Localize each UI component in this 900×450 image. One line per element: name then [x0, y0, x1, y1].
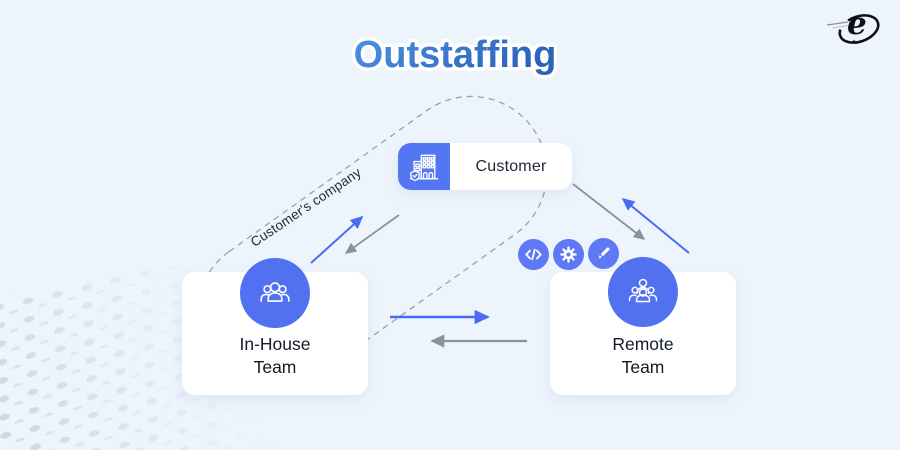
remote-team-circle	[608, 257, 678, 327]
customer-icon-box	[398, 143, 450, 190]
service-icon-code	[518, 239, 549, 270]
arrow-customer-to-remote	[572, 183, 646, 240]
service-icon-settings	[553, 239, 584, 270]
customer-label: Customer	[475, 157, 547, 175]
customer-company-dashed-outline	[196, 95, 548, 391]
customer-card: Customer	[398, 143, 572, 190]
arrow-remote-to-customer	[621, 197, 690, 254]
page-title-graphic: Outstaffing	[350, 31, 560, 80]
code-icon	[525, 248, 542, 261]
office-building-shield-icon	[409, 154, 439, 181]
remote-team-label: Remote Team	[612, 334, 674, 377]
remote-team-icon	[628, 278, 658, 303]
logo-orbit-icon	[826, 14, 880, 44]
pencil-icon	[598, 247, 610, 259]
logo-letter: e	[847, 6, 867, 42]
service-icon-edit	[588, 238, 619, 269]
in-house-team-circle	[240, 258, 310, 328]
company-logo: e	[824, 4, 890, 54]
arrow-inhouse-to-customer	[310, 215, 364, 264]
page-title: Outstaffing	[354, 34, 557, 76]
arrow-customer-to-inhouse	[344, 214, 400, 254]
in-house-team-icon	[260, 282, 290, 302]
gear-icon	[560, 246, 577, 263]
in-house-team-label: In-House Team	[239, 334, 311, 377]
